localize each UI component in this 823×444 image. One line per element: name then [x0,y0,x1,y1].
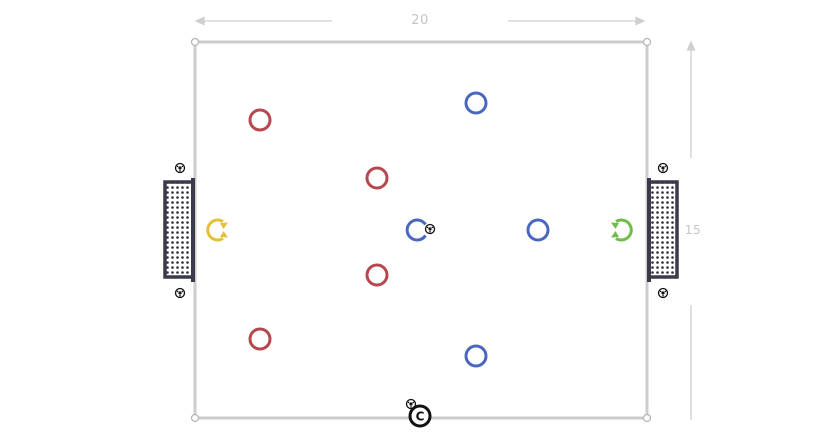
blue-player-icon [464,91,488,115]
red-player-icon [365,263,389,287]
corner-markers [190,37,652,423]
blue-player-icon [526,218,550,242]
length-label: 15 [684,223,702,237]
ball-icon [657,162,669,174]
red-player-icon [365,166,389,190]
coach-icon: C [408,404,432,428]
red-player-icon [248,108,272,132]
red-player-icon [248,327,272,351]
field-boundary [193,40,649,420]
goalkeeper-yellow-icon [206,218,228,242]
blue-player-icon [464,344,488,368]
blue-player-with-ball-icon [405,218,427,242]
ball-icon [424,223,436,235]
goal-right [647,178,679,282]
ball-icon [174,287,186,299]
width-dimension-arrows [194,16,646,26]
svg-text:C: C [416,410,425,424]
width-label: 20 [411,13,429,28]
goalkeeper-green-icon [611,218,633,242]
ball-icon [174,162,186,174]
goal-left [163,178,195,282]
ball-icon [657,287,669,299]
length-dimension-arrows [686,40,696,420]
